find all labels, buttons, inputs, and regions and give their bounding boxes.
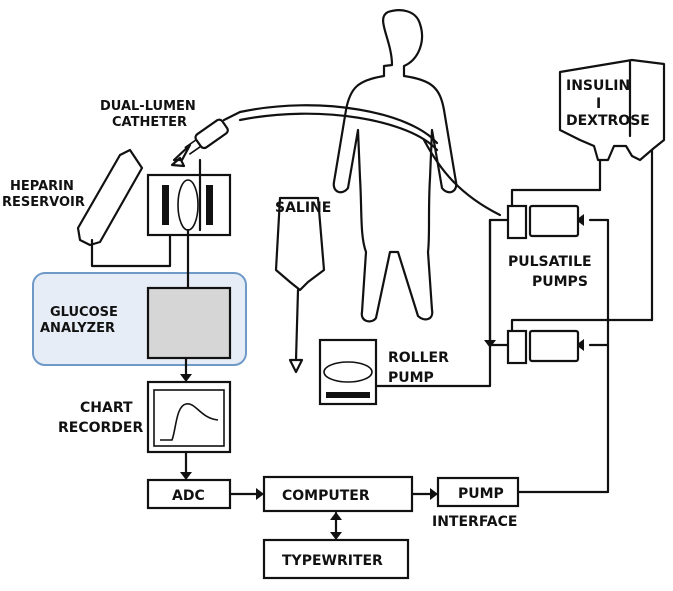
analyzer-arrow bbox=[180, 374, 192, 382]
label-adc: ADC bbox=[172, 488, 205, 504]
label-roller: ROLLER bbox=[388, 350, 449, 366]
label-glucose: GLUCOSE bbox=[50, 305, 118, 320]
label-pump: PUMP bbox=[458, 486, 504, 502]
insulin-feed-to-pump bbox=[510, 318, 654, 333]
recorder-arrow bbox=[180, 472, 192, 480]
label-typewriter: TYPEWRITER bbox=[282, 553, 383, 569]
label-catheter: CATHETER bbox=[112, 115, 187, 130]
catheter-arrow-left bbox=[170, 156, 186, 168]
label-analyzer: ANALYZER bbox=[40, 321, 115, 336]
chart-recorder-box bbox=[146, 380, 232, 454]
label-interface: INTERFACE bbox=[432, 514, 517, 530]
heparin-reservoir-bottle bbox=[76, 148, 144, 247]
dextrose-feed-to-pump bbox=[510, 188, 602, 208]
saline-line bbox=[294, 288, 300, 362]
catheter-tubing bbox=[222, 104, 439, 145]
glucose-analyzer-box[interactable] bbox=[146, 286, 232, 360]
computer-arrow bbox=[430, 488, 438, 500]
dual-lumen-catheter bbox=[184, 118, 229, 155]
saline-bag bbox=[274, 196, 326, 292]
chart-recorder-trace bbox=[160, 403, 219, 441]
label-dextrose: DEXTROSE bbox=[566, 113, 650, 129]
pump-manifold-arrow bbox=[484, 340, 496, 348]
adc-box bbox=[146, 478, 232, 510]
typewriter-box bbox=[262, 538, 410, 580]
label-separator: I bbox=[596, 96, 601, 112]
label-heparin: HEPARIN bbox=[10, 179, 74, 194]
pulsatile-pump-lower bbox=[488, 329, 580, 365]
label-recorder: RECORDER bbox=[58, 420, 143, 436]
label-computer: COMPUTER bbox=[282, 488, 370, 504]
saline-drip bbox=[288, 358, 304, 374]
lower-pump-arrow bbox=[576, 339, 584, 351]
typewriter-arrow-up bbox=[330, 512, 342, 520]
label-saline: SALINE bbox=[275, 200, 331, 216]
adc-arrow bbox=[256, 488, 264, 500]
typewriter-arrow-down bbox=[330, 532, 342, 540]
insulin-dextrose-bottles bbox=[558, 58, 666, 162]
heparin-line bbox=[90, 230, 172, 268]
label-dual-lumen: DUAL-LUMEN bbox=[100, 99, 196, 114]
interface-to-pumps bbox=[516, 218, 610, 494]
sampling-unit bbox=[146, 173, 232, 237]
sampling-bar-left bbox=[162, 185, 169, 225]
pump-interface-box bbox=[436, 476, 520, 508]
sampling-bar-right bbox=[206, 185, 213, 225]
upper-pump-arrow bbox=[576, 214, 584, 226]
label-insulin: INSULIN bbox=[566, 78, 630, 94]
patient-figure bbox=[332, 9, 458, 323]
catheter-tubing-2 bbox=[238, 112, 439, 152]
label-pumps: PUMPS bbox=[532, 274, 588, 290]
roller-pump-base bbox=[326, 392, 370, 398]
label-roller-pump: PUMP bbox=[388, 370, 434, 386]
label-pulsatile: PULSATILE bbox=[508, 254, 592, 270]
label-reservoir: RESERVOIR bbox=[2, 195, 85, 210]
computer-box bbox=[262, 475, 414, 513]
pulsatile-pump-upper bbox=[488, 204, 580, 240]
tube-to-pulsatile bbox=[422, 138, 502, 217]
label-chart: CHART bbox=[80, 400, 133, 416]
catheter-lower-tip bbox=[172, 143, 192, 162]
roller-pump-rotor bbox=[323, 361, 373, 383]
chart-recorder-screen bbox=[153, 389, 225, 447]
